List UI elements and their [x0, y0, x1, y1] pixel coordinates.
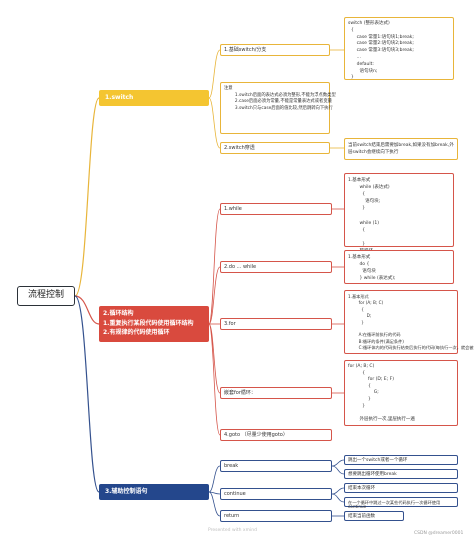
branch-loops-line2: 1.重复执行某段代码使用循环结构 — [103, 319, 194, 327]
nested-for-desc-box[interactable]: for (A; B; C) { for (D; E; F) { G; } } 外… — [344, 360, 458, 426]
branch-aux[interactable]: 3.辅助控制语句 — [99, 484, 209, 500]
switch-notes-box[interactable]: 注意 1.switch后面的表达式必须为整形,不能为浮点数类型 2.case后面… — [220, 82, 336, 134]
for-desc-box[interactable]: 1.基本形式 for (A; B; C) { D; } A:在循环前执行的代码 … — [344, 290, 474, 354]
subtopic-break[interactable]: break — [220, 460, 332, 472]
while-desc-box[interactable]: 1.基本形式 while (表达式) { 语句块; } while (1) { … — [344, 173, 454, 254]
do-while-desc-box[interactable]: 1.基本形式 do { 语句块 } while (表达式); — [344, 250, 454, 284]
subtopic-while[interactable]: 1.while — [220, 203, 332, 215]
subtopic-continue[interactable]: continue — [220, 488, 332, 500]
branch-loops-title: 2.循环结构 — [103, 310, 134, 317]
subtopic-nested-for[interactable]: 嵌套for循环： — [220, 387, 332, 399]
branch-switch[interactable]: 1.switch — [99, 90, 209, 106]
continue-desc-2[interactable]: 在一个循环中跳过一次某些代码执行一次循环使用continue — [344, 497, 458, 509]
subtopic-goto[interactable]: 4.goto （尽量少使用goto） — [220, 429, 332, 441]
subtopic-for[interactable]: 3.for — [220, 318, 332, 330]
csdn-credit: CSDN @dreamer0001 — [414, 531, 464, 536]
branch-loops[interactable]: 2.循环结构 1.重复执行某段代码使用循环结构 2.有规律的代码使用循环 — [99, 306, 209, 342]
subtopic-do-while[interactable]: 2.do ... while — [220, 261, 332, 273]
subtopic-basic-switch[interactable]: 1.基础switch/分支 — [220, 44, 330, 56]
break-desc-2[interactable]: 想要跳出循环使用break — [344, 469, 458, 479]
root-topic[interactable]: 流程控制 — [17, 286, 75, 306]
continue-desc-1[interactable]: 结束本次循环 — [344, 483, 458, 493]
switch-fallthrough-desc[interactable]: 当前switch结束后需要加break,如果没有加break,外层switch会… — [344, 138, 458, 160]
return-desc[interactable]: 结束当前函数 — [344, 511, 404, 521]
xmind-watermark: Presented with xmind — [208, 528, 257, 533]
branch-loops-line3: 2.有规律的代码使用循环 — [103, 329, 170, 336]
subtopic-switch-fallthrough[interactable]: 2.switch穿透 — [220, 142, 330, 154]
switch-syntax-box[interactable]: switch (整形表达式) { case 常量1:语句块1;break; ca… — [344, 17, 454, 80]
break-desc-1[interactable]: 跳出一个switch或者一个循环 — [344, 455, 458, 465]
subtopic-return[interactable]: return — [220, 510, 332, 522]
